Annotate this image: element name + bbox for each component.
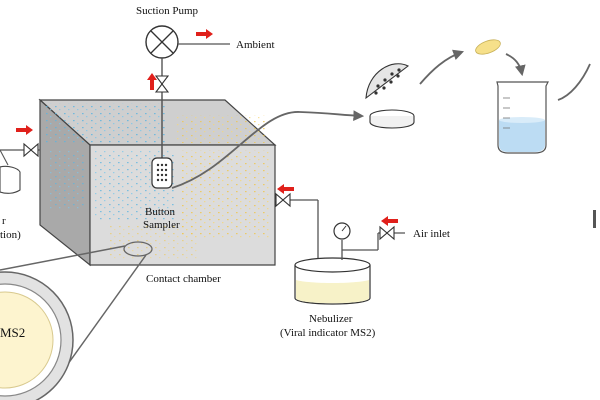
contact-chamber-label: Contact chamber [146, 273, 221, 285]
button-sampler [151, 95, 173, 189]
flow-arrow-icon [147, 73, 157, 90]
filter-icon [365, 63, 415, 129]
process-arrow [419, 49, 465, 85]
suction-pump [145, 25, 230, 95]
nebulizer-label: Nebulizer [309, 313, 353, 325]
valve-icon [154, 75, 170, 93]
nebulizer-line [275, 184, 319, 262]
sampler-label: Sampler [143, 219, 180, 231]
process-arrow [557, 63, 591, 101]
suction-pump-label: Suction Pump [136, 5, 199, 17]
petri-dish-icon [475, 39, 501, 55]
valve-icon [379, 225, 395, 241]
left-partial-label-2: tion) [0, 229, 21, 241]
flow-arrow-icon [196, 29, 213, 39]
left-partial-label-1: r [2, 215, 6, 227]
process-arrow [505, 53, 526, 77]
flow-arrow-icon [16, 125, 33, 135]
nebulizer [294, 216, 405, 305]
nebulizer-sub-label: (Viral indicator MS2) [280, 327, 376, 339]
flow-arrow-icon [381, 216, 398, 226]
inset-magnified-view [0, 271, 74, 400]
air-inlet-label: Air inlet [413, 228, 450, 240]
inset-ms2-label: MS2 [0, 325, 25, 340]
right-edge-fragment [593, 210, 596, 228]
beaker-icon [496, 81, 549, 154]
button-label: Button [145, 206, 175, 218]
flow-arrow-icon [277, 184, 294, 194]
ambient-label: Ambient [236, 39, 275, 51]
valve-icon [275, 192, 291, 208]
left-outlet [0, 125, 40, 194]
process-arrow [171, 110, 365, 189]
valve-icon [23, 142, 39, 158]
